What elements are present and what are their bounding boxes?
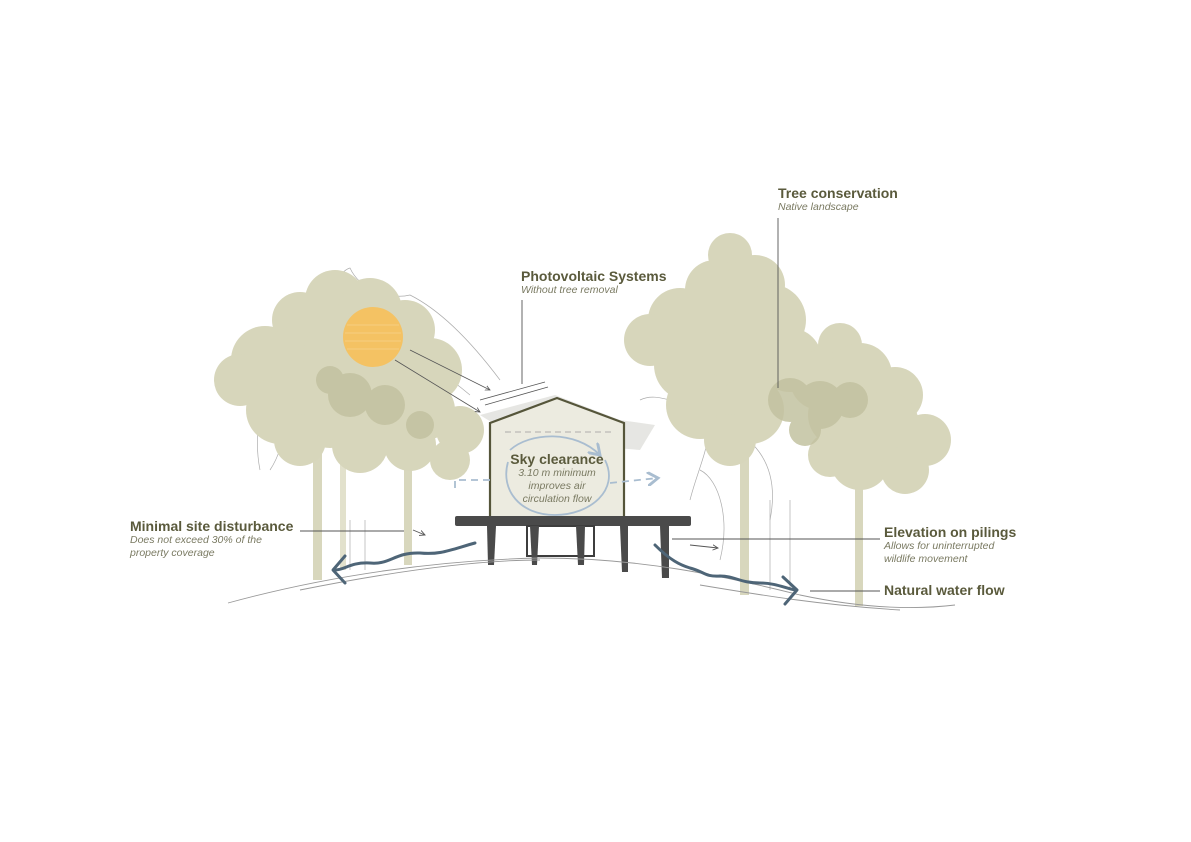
minimal-disturbance-label: Minimal site disturbance Does not exceed…: [130, 518, 293, 560]
ground-lines: [227, 557, 956, 611]
right-tree-cluster: [624, 233, 951, 606]
sky-clearance-line1: 3.10 m minimum: [518, 467, 596, 479]
sun-ray-arrows: [394, 349, 490, 412]
elevation-line2: wildlife movement: [884, 553, 968, 565]
tree-icon: [313, 440, 412, 580]
deck-and-pilings: [455, 516, 691, 578]
house-icon: [479, 381, 655, 522]
tree-conservation-subtitle: Native landscape: [778, 201, 859, 213]
water-flow-title: Natural water flow: [884, 582, 1005, 598]
air-circulation-arrow-icon: [454, 435, 658, 516]
water-flow-label: Natural water flow: [884, 582, 1005, 598]
sky-clearance-label: Sky clearance 3.10 m minimum improves ai…: [490, 451, 624, 506]
tree-conservation-title: Tree conservation: [778, 185, 898, 201]
elevation-label: Elevation on pilings Allows for uninterr…: [884, 524, 1016, 566]
photovoltaic-subtitle: Without tree removal: [521, 284, 618, 296]
sky-clearance-title: Sky clearance: [510, 451, 604, 467]
sun-icon: [343, 307, 403, 367]
minimal-disturbance-title: Minimal site disturbance: [130, 518, 294, 534]
sky-clearance-line3: circulation flow: [522, 493, 592, 505]
photovoltaic-label: Photovoltaic Systems Without tree remova…: [521, 268, 667, 297]
tree-conservation-label: Tree conservation Native landscape: [778, 185, 898, 214]
sky-clearance-line2: improves air: [528, 480, 586, 492]
tree-icon: [740, 440, 863, 606]
water-flow-arrow-icon: [331, 541, 799, 606]
photovoltaic-title: Photovoltaic Systems: [521, 268, 667, 284]
elevation-title: Elevation on pilings: [884, 524, 1017, 540]
leader-lines: [300, 218, 880, 592]
elevation-line1: Allows for uninterrupted: [884, 540, 995, 552]
minimal-disturbance-line2: property coverage: [130, 547, 215, 559]
minimal-disturbance-line1: Does not exceed 30% of the: [130, 534, 262, 546]
